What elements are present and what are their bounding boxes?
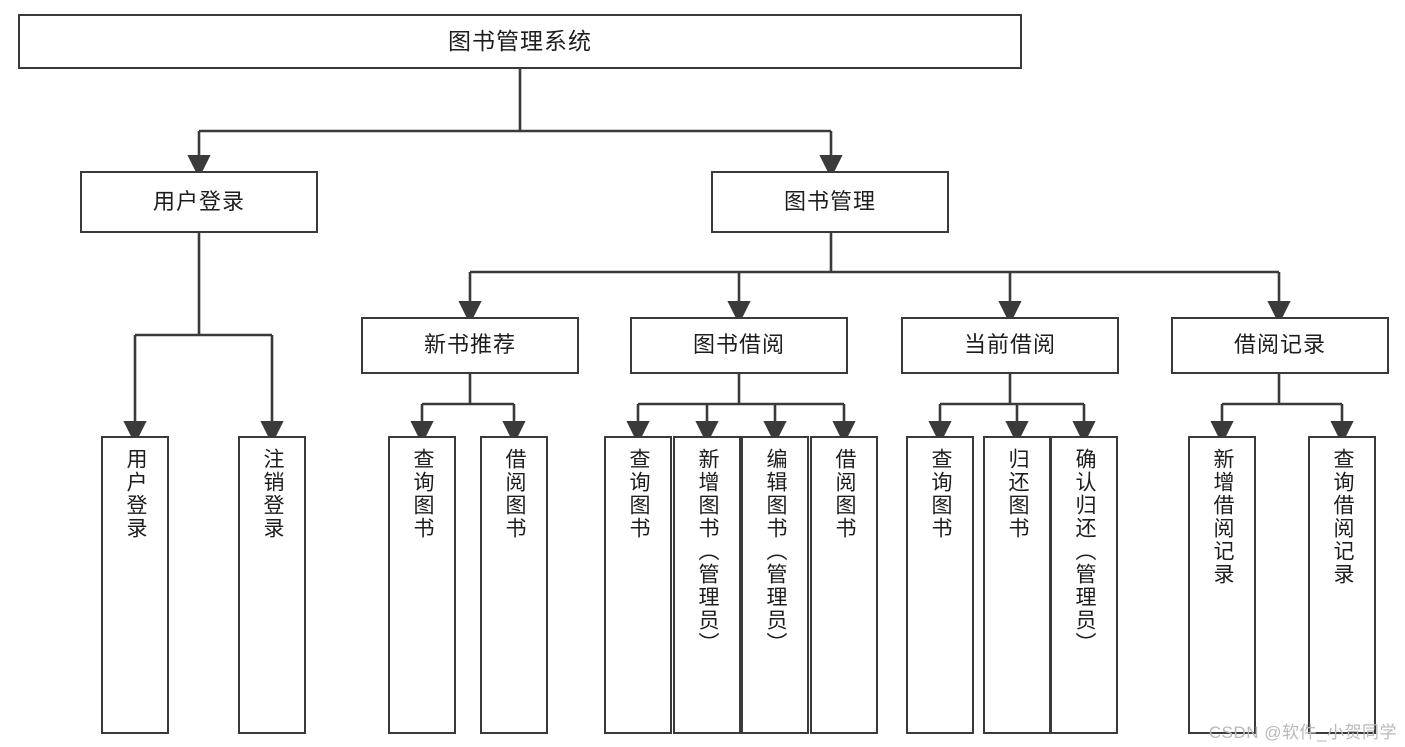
leaf-node[interactable]: 编辑图书（管理员） — [741, 436, 809, 734]
node-label: 用户登录 — [123, 448, 147, 540]
node-new-book-recommend[interactable]: 新书推荐 — [361, 317, 579, 374]
leaf-node[interactable]: 查询图书 — [388, 436, 456, 734]
node-label: 新增借阅记录 — [1210, 448, 1234, 586]
node-label: 确认归还（管理员） — [1072, 448, 1096, 655]
leaf-node[interactable]: 查询借阅记录 — [1308, 436, 1376, 734]
node-root-system[interactable]: 图书管理系统 — [18, 14, 1022, 69]
leaf-node[interactable]: 查询图书 — [604, 436, 672, 734]
leaf-node[interactable]: 新增借阅记录 — [1188, 436, 1256, 734]
leaf-node[interactable]: 注销登录 — [238, 436, 306, 734]
leaf-node[interactable]: 借阅图书 — [480, 436, 548, 734]
node-label: 查询借阅记录 — [1330, 448, 1354, 586]
node-label: 编辑图书（管理员） — [763, 448, 787, 655]
leaf-node[interactable]: 归还图书 — [983, 436, 1051, 734]
node-label: 注销登录 — [260, 448, 284, 540]
node-book-borrow[interactable]: 图书借阅 — [630, 317, 848, 374]
leaf-node[interactable]: 确认归还（管理员） — [1050, 436, 1118, 734]
node-label: 归还图书 — [1005, 448, 1029, 540]
node-label: 新增图书（管理员） — [695, 448, 719, 655]
node-label: 图书管理 — [783, 188, 876, 214]
leaf-node[interactable]: 借阅图书 — [810, 436, 878, 734]
watermark-text: CSDN @软件_小贺同学 — [1208, 723, 1397, 742]
node-label: 用户登录 — [152, 188, 245, 214]
node-label: 查询图书 — [928, 448, 952, 540]
node-current-borrow[interactable]: 当前借阅 — [901, 317, 1119, 374]
node-label: 图书借阅 — [692, 332, 785, 358]
node-borrow-record[interactable]: 借阅记录 — [1171, 317, 1389, 374]
node-label: 查询图书 — [410, 448, 434, 540]
node-book-management[interactable]: 图书管理 — [711, 171, 949, 233]
node-label: 当前借阅 — [963, 332, 1056, 358]
leaf-node[interactable]: 查询图书 — [906, 436, 974, 734]
node-label: 图书管理系统 — [448, 27, 592, 54]
leaf-node[interactable]: 新增图书（管理员） — [673, 436, 741, 734]
node-label: 借阅记录 — [1233, 332, 1326, 358]
node-label: 新书推荐 — [423, 332, 516, 358]
node-label: 借阅图书 — [832, 448, 856, 540]
leaf-node[interactable]: 用户登录 — [101, 436, 169, 734]
node-label: 借阅图书 — [502, 448, 526, 540]
node-label: 查询图书 — [626, 448, 650, 540]
node-user-login[interactable]: 用户登录 — [80, 171, 318, 233]
